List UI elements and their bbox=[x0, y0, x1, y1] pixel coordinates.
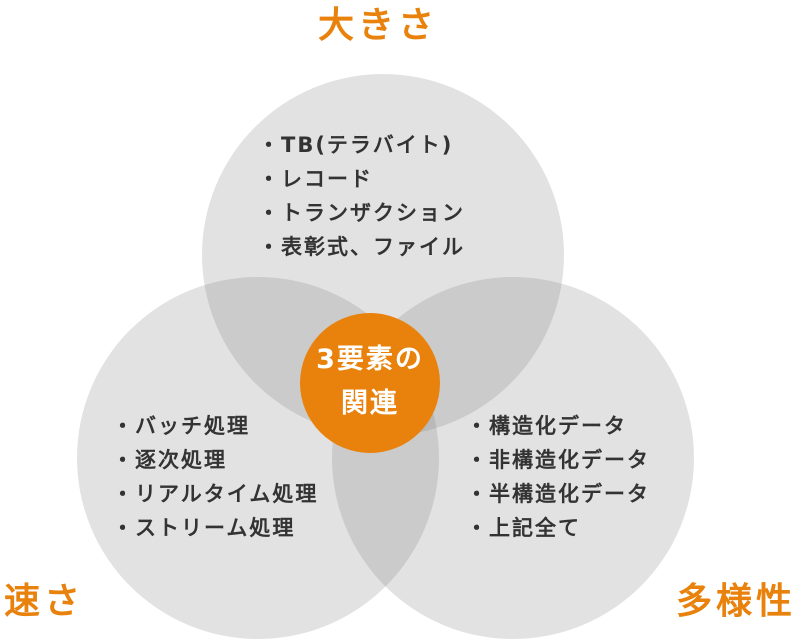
list-item: ・バッチ処理 bbox=[112, 414, 250, 438]
list-variety: ・構造化データ ・非構造化データ ・半構造化データ ・上記全て bbox=[466, 409, 650, 545]
label-variety: 多様性 bbox=[676, 581, 797, 622]
center-label-line1: 3要素の bbox=[316, 344, 424, 375]
list-item: ・半構造化データ bbox=[466, 482, 650, 506]
list-item: ・非構造化データ bbox=[466, 448, 650, 472]
list-item: ・逐次処理 bbox=[112, 448, 227, 472]
list-item: ・トランザクション bbox=[258, 201, 465, 225]
list-size: ・TB(テラバイト) ・レコード ・トランザクション ・表彰式、ファイル bbox=[258, 128, 465, 264]
center-circle bbox=[300, 313, 440, 453]
center-label-line2: 関連 bbox=[341, 388, 399, 419]
list-item: ・リアルタイム処理 bbox=[112, 482, 319, 506]
center-label: 3要素の 関連 bbox=[300, 338, 440, 426]
list-speed: ・バッチ処理 ・逐次処理 ・リアルタイム処理 ・ストリーム処理 bbox=[112, 409, 318, 545]
label-size: 大きさ bbox=[318, 5, 439, 46]
list-item: ・レコード bbox=[258, 167, 373, 191]
list-item: ・TB(テラバイト) bbox=[258, 133, 454, 157]
circle-size bbox=[202, 74, 564, 436]
list-item: ・上記全て bbox=[466, 516, 581, 540]
list-item: ・ストリーム処理 bbox=[112, 516, 296, 540]
label-speed: 速さ bbox=[4, 581, 85, 622]
list-item: ・構造化データ bbox=[466, 414, 627, 438]
list-item: ・表彰式、ファイル bbox=[258, 235, 465, 259]
